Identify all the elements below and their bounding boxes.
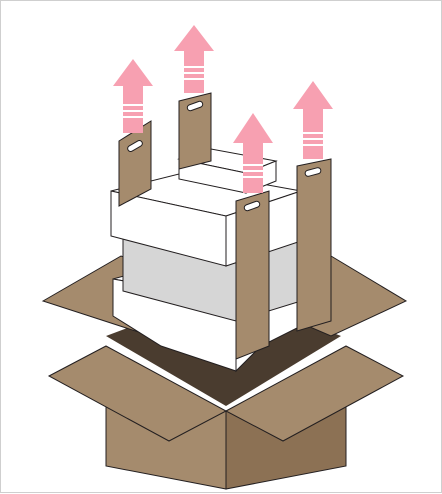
arrow-up-right <box>293 81 333 159</box>
arrow-up-back-center <box>174 25 214 93</box>
strap-back-center <box>178 92 212 170</box>
arrow-up-front-center <box>233 113 273 193</box>
strap-handle-hole <box>186 100 204 112</box>
arrow-up-left <box>113 59 153 133</box>
strap-handle-hole <box>304 167 322 177</box>
strap-front-center <box>235 190 270 360</box>
box-flap-front-right <box>224 345 405 442</box>
strap-right <box>296 158 332 332</box>
strap-handle-hole <box>243 200 261 212</box>
strap-left <box>118 120 152 207</box>
strap-handle-hole <box>127 140 143 152</box>
